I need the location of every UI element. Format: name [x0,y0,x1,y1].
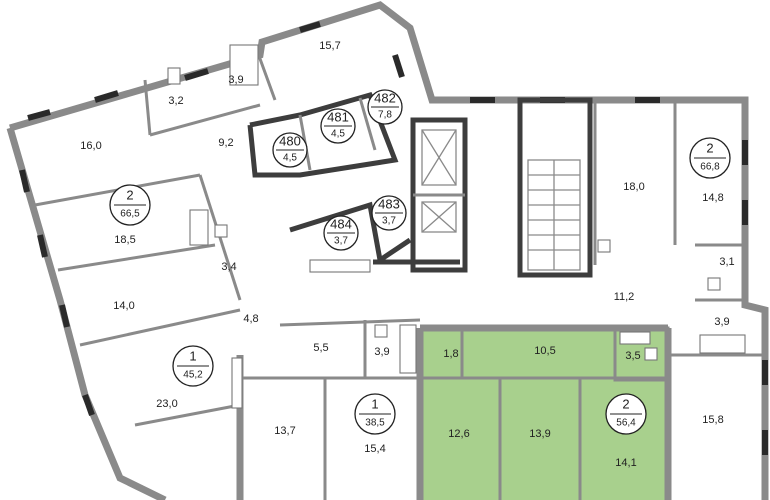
room-area: 15,7 [319,40,340,52]
room-area: 14,0 [113,300,134,312]
svg-text:4,5: 4,5 [331,129,345,140]
interior-walls [34,44,765,500]
room-area: 16,0 [80,140,101,152]
svg-text:3,7: 3,7 [382,216,396,227]
windows [19,21,768,455]
room-area: 5,5 [313,342,328,354]
svg-text:3,7: 3,7 [334,236,348,247]
storage-badge[interactable]: 482 7,8 [367,89,403,125]
elevator-2 [421,201,457,233]
room-area: 15,8 [702,414,723,426]
storage-badge[interactable]: 480 4,5 [272,132,308,168]
svg-text:2: 2 [622,396,629,411]
svg-text:1: 1 [189,348,196,363]
room-area: 9,2 [218,137,233,149]
room-area: 10,5 [534,345,555,357]
room-area: 13,7 [274,425,295,437]
room-area: 14,1 [615,457,636,469]
storage-badge[interactable]: 484 3,7 [323,215,359,251]
elevator-1 [421,129,457,186]
svg-text:480: 480 [279,133,301,148]
room-area: 4,8 [243,313,258,325]
room-area: 1,8 [443,348,458,360]
room-area: 14,8 [702,192,723,204]
room-area: 3,9 [374,346,389,358]
room-area: 3,5 [625,350,640,362]
svg-text:45,2: 45,2 [183,370,203,381]
room-area: 3,1 [719,256,734,268]
bath-fixtures [167,44,746,409]
svg-text:481: 481 [327,109,349,124]
svg-text:2: 2 [126,187,133,202]
highlighted-apartment[interactable] [420,328,668,500]
apartment-badge[interactable]: 2 56,4 [605,393,647,435]
svg-text:1: 1 [371,396,378,411]
room-area: 11,2 [614,291,635,303]
apartment-badge[interactable]: 2 66,5 [109,184,151,226]
apartment-badge[interactable]: 2 66,8 [689,137,731,179]
apartment-badge[interactable]: 1 38,5 [354,393,396,435]
svg-text:66,8: 66,8 [700,162,720,173]
room-area: 18,0 [623,181,644,193]
room-area: 3,9 [228,74,243,86]
stairs [527,159,581,271]
room-area: 13,9 [529,428,550,440]
room-area: 23,0 [156,398,177,410]
svg-text:7,8: 7,8 [378,110,392,121]
svg-text:483: 483 [378,196,400,211]
room-area: 3,2 [168,95,183,107]
svg-text:66,5: 66,5 [120,209,140,220]
room-area: 15,4 [364,443,385,455]
apartment-badge[interactable]: 1 45,2 [172,345,214,387]
svg-text:4,5: 4,5 [283,153,297,164]
svg-text:484: 484 [330,216,352,231]
room-area: 3,9 [714,316,729,328]
room-labels: 15,7 3,9 3,2 16,0 9,2 18,5 3,4 14,0 4,8 … [80,40,734,469]
room-area: 12,6 [448,428,469,440]
svg-text:2: 2 [706,140,713,155]
svg-text:56,4: 56,4 [616,418,636,429]
room-area: 18,5 [114,234,135,246]
room-area: 3,4 [221,261,236,273]
storage-badge[interactable]: 481 4,5 [320,108,356,144]
storage-badge[interactable]: 483 3,7 [371,195,407,231]
svg-text:482: 482 [374,90,396,105]
svg-text:38,5: 38,5 [365,418,385,429]
